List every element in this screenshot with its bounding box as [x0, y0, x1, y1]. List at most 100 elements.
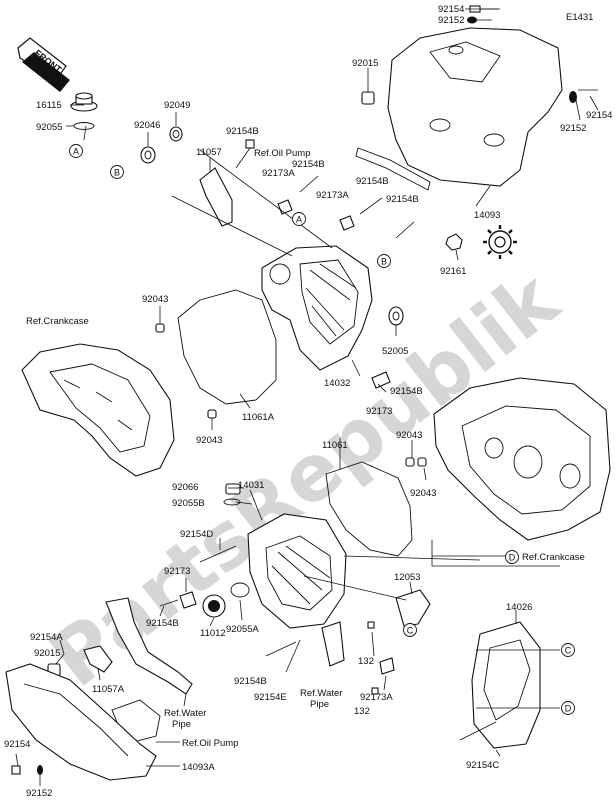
part-label: 92154B	[226, 126, 259, 137]
part-label: Pipe	[310, 699, 329, 710]
svg-text:C: C	[407, 626, 414, 636]
part-label: 11061	[322, 440, 348, 451]
part-label: 92043	[142, 294, 168, 305]
crankcase-left-ref	[21, 343, 175, 477]
part-label: 11057	[196, 147, 222, 158]
clip-92173a-2	[339, 215, 355, 231]
part-label: 92154B	[292, 159, 325, 170]
water-pipe-ref-right	[321, 621, 345, 667]
part-label: 92043	[396, 430, 422, 441]
part-label: 14031	[238, 480, 264, 491]
part-label: 92066	[172, 482, 198, 493]
gasket-11061	[325, 461, 413, 557]
part-label: 14032	[324, 378, 350, 389]
svg-text:A: A	[296, 215, 302, 225]
part-label: Ref.Water	[164, 708, 206, 719]
callout-c-1: C	[403, 623, 417, 637]
crankcase-right-ref	[433, 377, 611, 541]
callout-d-2: D	[561, 701, 575, 715]
dowel-92043-3	[405, 457, 415, 467]
callout-c-2: C	[561, 643, 575, 657]
part-label: 92055A	[226, 624, 259, 635]
bolt-92154b-1	[235, 139, 255, 169]
bolt-92154e	[285, 639, 301, 673]
bolt-92154b-6	[159, 599, 179, 607]
clamp-92173-2	[179, 591, 197, 609]
diagram-code: E1431	[566, 12, 593, 23]
part-label: 92154E	[254, 692, 287, 703]
collar-92015-top	[361, 91, 375, 105]
bracket-12053	[395, 589, 431, 627]
svg-text:B: B	[114, 168, 120, 178]
o-ring-92055b	[223, 498, 241, 506]
o-ring-92055	[73, 122, 95, 130]
clamp-92173	[371, 371, 391, 389]
callout-b-2: B	[377, 254, 391, 268]
bracket-11057	[199, 167, 233, 227]
part-label: 12053	[394, 572, 420, 583]
oil-seal-52005	[388, 306, 404, 326]
part-label: 92173A	[316, 190, 349, 201]
part-label: 14093A	[182, 762, 215, 773]
part-label: 132	[354, 706, 370, 717]
part-label: 92015	[352, 58, 378, 69]
part-label: 14026	[506, 602, 532, 613]
o-ring-92055a	[230, 582, 250, 598]
part-label: 92173	[366, 406, 392, 417]
callout-b-1: B	[110, 165, 124, 179]
part-label: Ref.Oil Pump	[182, 738, 239, 749]
part-label: 92049	[164, 100, 190, 111]
clutch-cover-14032	[261, 245, 373, 371]
bolt-92154d	[199, 545, 237, 563]
part-label: 92154A	[30, 632, 63, 643]
part-label: 92046	[134, 120, 160, 131]
plug-11012	[202, 594, 226, 618]
part-label: 92173	[164, 566, 190, 577]
svg-text:B: B	[381, 257, 387, 267]
part-label: 92154C	[466, 760, 499, 771]
bolt-92154b-7	[265, 641, 297, 657]
part-label: 92154B	[386, 194, 419, 205]
sprocket-cover-upper	[387, 27, 563, 187]
cover-14026	[471, 621, 541, 749]
leader-lines	[15, 8, 599, 786]
bolt-92154b-2	[299, 175, 319, 193]
part-label: 92173A	[262, 168, 295, 179]
svg-text:D: D	[509, 553, 516, 563]
part-label: Ref.Water	[300, 688, 342, 699]
part-label: 132	[358, 656, 374, 667]
part-label: 92043	[196, 435, 222, 446]
part-label: 92152	[438, 15, 464, 26]
part-label: 52005	[382, 346, 408, 357]
part-label: 16115	[36, 100, 62, 111]
svg-text:C: C	[565, 646, 572, 656]
bolt-92154c	[459, 721, 497, 741]
part-label: Ref.Crankcase	[522, 552, 585, 563]
part-label: 92043	[410, 488, 436, 499]
washer-92152-right	[569, 91, 577, 103]
callout-d-1: D	[505, 550, 519, 564]
nut-92161	[445, 233, 463, 251]
bracket-11057a	[83, 645, 113, 673]
svg-text:A: A	[73, 147, 79, 157]
part-label: 92154	[438, 4, 464, 15]
part-label: 92015	[34, 648, 60, 659]
part-label: 92152	[560, 123, 586, 134]
part-label: 11012	[200, 628, 226, 639]
gasket-11061a	[177, 289, 277, 405]
bolt-132-1	[367, 621, 375, 629]
dowel-92043-4	[417, 457, 427, 467]
part-label: 92152	[26, 788, 52, 799]
callout-a-1: A	[69, 144, 83, 158]
cap-92049	[169, 126, 183, 142]
front-arrow-icon: FRONT	[17, 37, 70, 92]
part-label: 92154B	[146, 618, 179, 629]
bolt-132-2	[371, 687, 379, 695]
part-label: 92161	[440, 266, 466, 277]
dowel-92043-1	[155, 323, 165, 333]
part-labels: 92154 92152 92015 92154 92152 16115 9205…	[4, 4, 612, 799]
part-label: 14093	[474, 210, 500, 221]
part-label: Ref.Crankcase	[26, 316, 89, 327]
clip-92173a-3	[379, 657, 395, 675]
